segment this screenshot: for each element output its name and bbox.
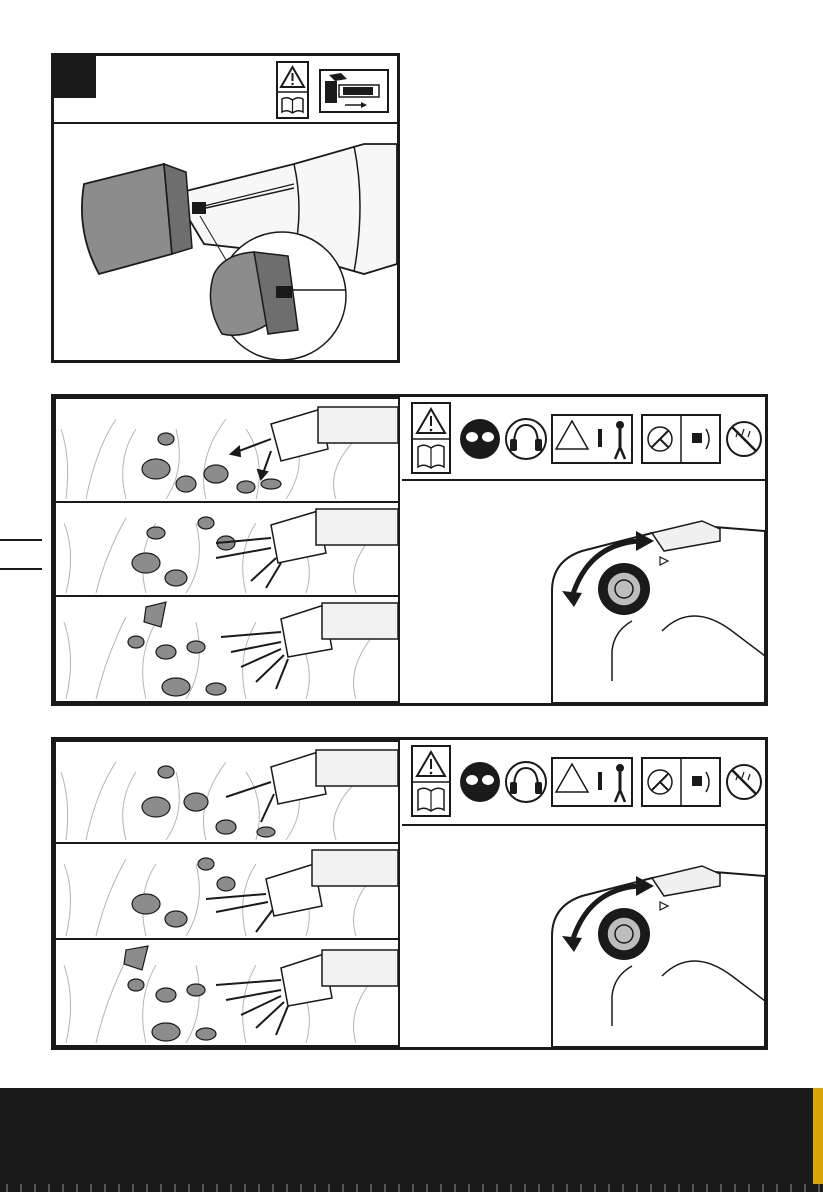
safety-icons-strip bbox=[402, 740, 765, 826]
crop-mark bbox=[0, 568, 42, 570]
figure-number-badge bbox=[54, 56, 96, 98]
safety-icons-strip bbox=[402, 397, 765, 481]
speed-step-medium-image bbox=[54, 501, 400, 597]
footer-band bbox=[0, 1088, 823, 1192]
speed-step-high-image bbox=[54, 938, 400, 1047]
speed-dial-illustration bbox=[402, 826, 765, 1047]
bystander-distance-icon bbox=[552, 415, 632, 463]
ear-protection-icon bbox=[506, 419, 546, 459]
blower-nozzle-illustration bbox=[54, 124, 397, 362]
speed-step-medium-image bbox=[54, 842, 400, 940]
rotating-fan-hazard-icon bbox=[642, 758, 720, 806]
figure-3-panel bbox=[51, 737, 768, 1050]
no-rain-icon bbox=[727, 422, 761, 456]
safety-glasses-icon bbox=[460, 419, 500, 459]
assembly-diagram-icon bbox=[319, 69, 389, 113]
figure-2-panel bbox=[51, 394, 768, 706]
speed-step-high-image bbox=[54, 595, 400, 703]
warning-triangle-icon bbox=[278, 63, 307, 117]
speed-step-low-image bbox=[54, 397, 400, 503]
no-rain-icon bbox=[727, 765, 761, 799]
rotating-fan-hazard-icon bbox=[642, 415, 720, 463]
footer-accent-edge bbox=[813, 1088, 823, 1192]
footer-barcode-strip bbox=[0, 1184, 823, 1192]
crop-mark bbox=[0, 539, 42, 541]
bystander-distance-icon bbox=[552, 758, 632, 806]
speed-dial-illustration bbox=[402, 481, 765, 703]
figure-1-panel bbox=[51, 53, 400, 363]
safety-glasses-icon bbox=[460, 762, 500, 802]
ear-protection-icon bbox=[506, 762, 546, 802]
speed-step-low-image bbox=[54, 740, 400, 844]
warning-manual-icon-box bbox=[276, 61, 309, 119]
read-manual-icon bbox=[282, 98, 303, 113]
